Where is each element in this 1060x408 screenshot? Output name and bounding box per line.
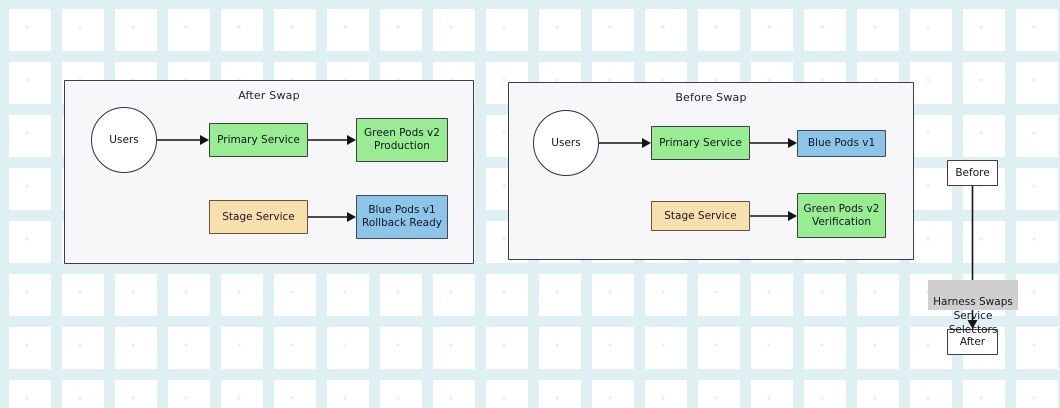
node-after-blue-pods[interactable]: Blue Pods v1 Rollback Ready [356,195,448,239]
node-after-primary-service[interactable]: Primary Service [209,123,308,157]
cluster-after-swap-label: After Swap [238,89,300,102]
node-timeline-after[interactable]: After [947,329,998,355]
cluster-before-swap-label: Before Swap [675,91,747,104]
node-after-primary-service-label: Primary Service [217,133,300,146]
node-before-users-label: Users [551,136,581,149]
node-timeline-after-label: After [959,335,986,348]
node-after-blue-pods-label: Blue Pods v1 Rollback Ready [362,204,442,229]
node-after-green-pods[interactable]: Green Pods v2 Production [356,118,448,162]
node-after-green-pods-label: Green Pods v2 Production [364,127,440,152]
node-timeline-before-label: Before [955,166,990,179]
node-before-green-pods[interactable]: Green Pods v2 Verification [797,193,886,238]
node-before-users[interactable]: Users [533,110,599,176]
node-before-blue-pods-label: Blue Pods v1 [807,137,876,149]
node-after-stage-service-label: Stage Service [222,210,295,223]
node-before-stage-service[interactable]: Stage Service [651,201,750,231]
node-before-primary-service-label: Primary Service [659,136,742,149]
node-after-users[interactable]: Users [91,107,157,173]
node-timeline-before[interactable]: Before [947,160,998,186]
node-before-blue-pods[interactable]: Blue Pods v1 [797,130,886,157]
node-after-users-label: Users [109,133,139,146]
node-after-stage-service[interactable]: Stage Service [209,200,308,234]
node-before-primary-service[interactable]: Primary Service [651,126,750,160]
edge-label-harness-swaps: Harness Swaps Service Selectors [928,280,1018,336]
node-before-green-pods-label: Green Pods v2 Verification [803,202,880,228]
edge-label-harness-swaps-text: Harness Swaps Service Selectors [933,296,1013,336]
node-before-stage-service-label: Stage Service [664,209,737,222]
